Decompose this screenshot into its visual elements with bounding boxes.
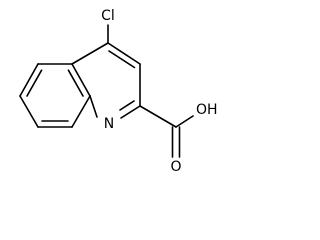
carboxylic-acid-group [139, 105, 194, 158]
bond-c2-carboxyl [139, 105, 177, 128]
bond-c4-c3 [107, 42, 141, 65]
bond-c8a-c4a [71, 63, 91, 97]
atom-label-nitrogen: N [104, 116, 114, 132]
bond-c2-n1 [120, 105, 141, 119]
pyridine-ring [71, 42, 141, 119]
atom-label-carbonyl-oxygen: O [170, 159, 181, 175]
bond-c4a-c4 [71, 42, 109, 65]
atom-label-chlorine: Cl [101, 8, 115, 24]
bond-c5-c6 [19, 63, 39, 97]
benzene-ring [19, 63, 91, 128]
bond-c8-c8a [71, 95, 91, 128]
bond-n1-c8a [89, 95, 98, 118]
chemical-structure: Cl N OH O [19, 8, 218, 175]
atom-label-hydroxyl: OH [196, 102, 218, 118]
double-bond-c4-c3 [108, 50, 136, 69]
bond-carboxyl-oh [175, 115, 194, 128]
bond-c6-c7 [19, 95, 39, 128]
double-bond-c5-c6 [26, 69, 43, 97]
double-bond-c8a-c4a [67, 69, 84, 97]
double-bond-c2-n1 [119, 100, 135, 111]
